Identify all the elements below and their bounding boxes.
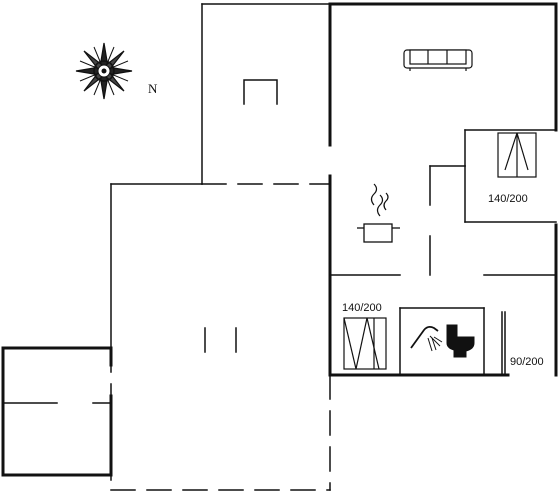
bed-icon	[343, 317, 387, 370]
fixture	[243, 79, 278, 105]
compass-rose-icon	[75, 42, 133, 100]
bed-label: 90/200	[510, 356, 544, 368]
bed-label: 140/200	[488, 193, 528, 205]
compass-north-label: N	[148, 81, 158, 96]
toilet-icon	[446, 324, 475, 358]
cooking-pot-icon	[357, 183, 400, 243]
shower-icon	[410, 325, 443, 352]
bed-label: 140/200	[342, 302, 382, 314]
bed-icon	[497, 132, 537, 178]
sofa-icon	[403, 49, 473, 71]
